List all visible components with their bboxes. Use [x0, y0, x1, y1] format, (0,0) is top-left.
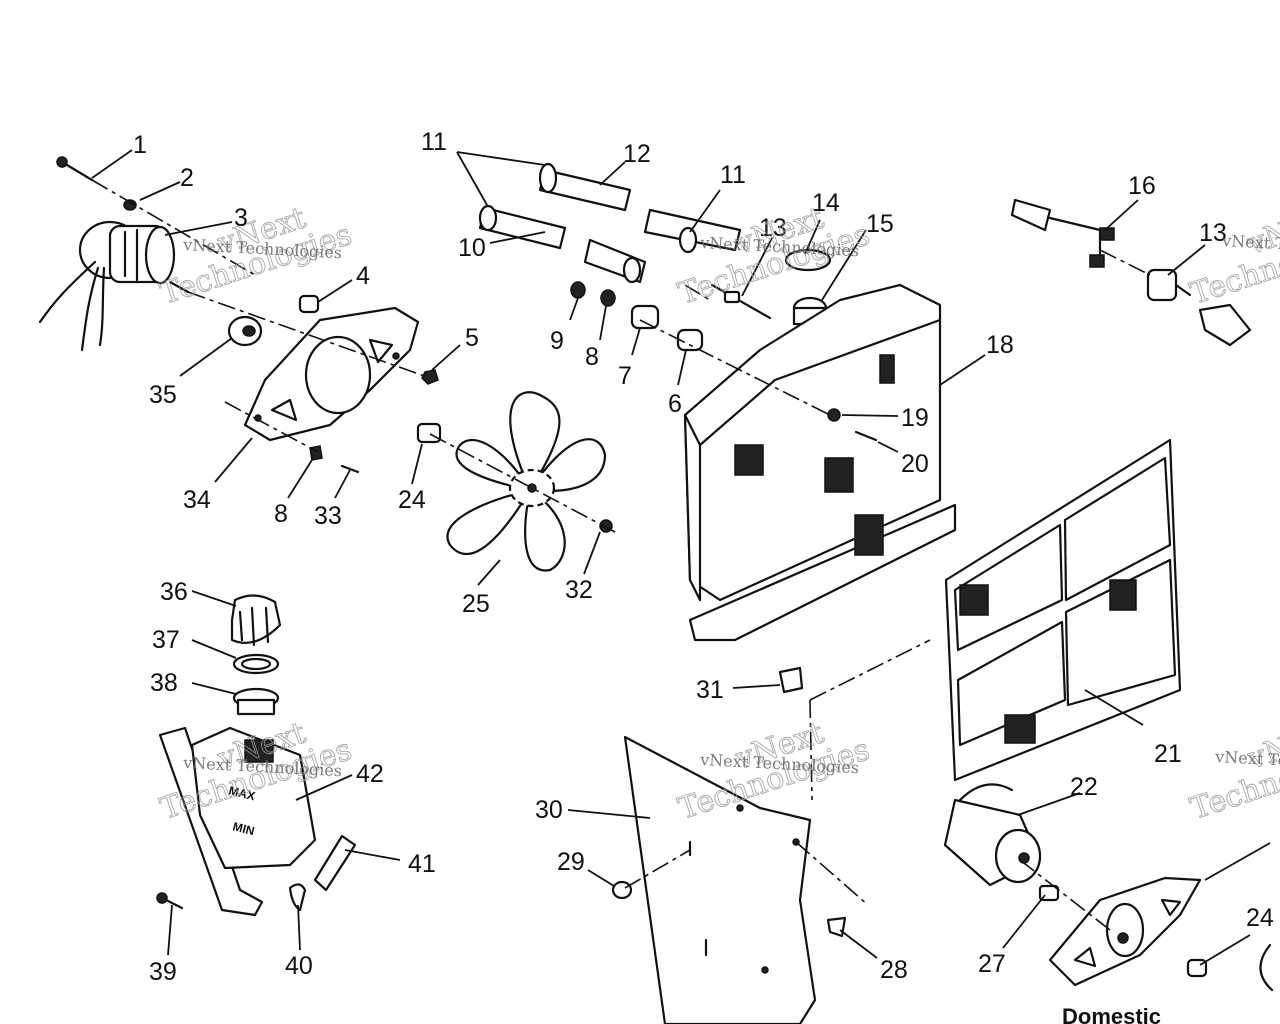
callout-22: 22	[1070, 773, 1098, 801]
callout-32: 32	[565, 576, 593, 604]
callout-labels: 1 2 3 4 5 6 7 8 8 9 10 11 11 12 13 13 14…	[133, 128, 1274, 986]
callout-9: 9	[550, 327, 564, 355]
callout-42: 42	[356, 760, 384, 788]
callout-11-right: 11	[720, 161, 746, 189]
callout-6: 6	[668, 390, 682, 418]
fan-motor-assembly	[38, 156, 613, 572]
domestic-caption: Domestic	[1062, 1004, 1161, 1024]
shroud-panel-30	[611, 735, 847, 1024]
callout-2: 2	[180, 164, 194, 192]
callout-31: 31	[696, 676, 724, 704]
callout-8-lower: 8	[274, 500, 288, 528]
callout-12: 12	[623, 140, 651, 168]
callout-33: 33	[314, 502, 342, 530]
callout-41: 41	[408, 850, 436, 878]
radiator-assembly	[478, 162, 957, 694]
callout-13-center: 13	[759, 214, 787, 242]
callout-5: 5	[465, 324, 479, 352]
callout-4: 4	[356, 262, 370, 290]
callout-39: 39	[149, 958, 177, 986]
coolant-tank-assembly	[156, 594, 357, 917]
grille-screen-21	[944, 438, 1182, 782]
callout-28: 28	[880, 956, 908, 984]
callout-7: 7	[618, 362, 632, 390]
assembly-axes	[91, 179, 1151, 931]
callout-11-left: 11	[421, 128, 447, 156]
tank-min-label: MIN	[231, 819, 256, 838]
callout-1: 1	[133, 131, 147, 159]
callout-18: 18	[986, 331, 1014, 359]
callout-37: 37	[152, 626, 180, 654]
callout-3: 3	[234, 204, 248, 232]
callout-20: 20	[901, 450, 929, 478]
callout-14: 14	[812, 189, 840, 217]
callout-15: 15	[866, 210, 894, 238]
callout-13-right: 13	[1199, 219, 1227, 247]
right-side-parts	[943, 198, 1274, 992]
callout-38: 38	[150, 669, 178, 697]
callout-24-right: 24	[1246, 904, 1274, 932]
callout-40: 40	[285, 952, 313, 980]
callout-29: 29	[557, 848, 585, 876]
callout-27: 27	[978, 950, 1006, 978]
callout-16: 16	[1128, 172, 1156, 200]
callout-8-upper: 8	[585, 343, 599, 371]
callout-25: 25	[462, 590, 490, 618]
callout-36: 36	[160, 578, 188, 606]
callout-10: 10	[458, 234, 486, 262]
leader-lines	[91, 149, 1271, 966]
callout-30: 30	[535, 796, 563, 824]
callout-34: 34	[183, 486, 211, 514]
callout-24-center: 24	[398, 486, 426, 514]
tank-max-label: MAX	[227, 783, 256, 803]
callout-21: 21	[1154, 740, 1182, 768]
callout-35: 35	[149, 381, 177, 409]
callout-19: 19	[901, 404, 929, 432]
